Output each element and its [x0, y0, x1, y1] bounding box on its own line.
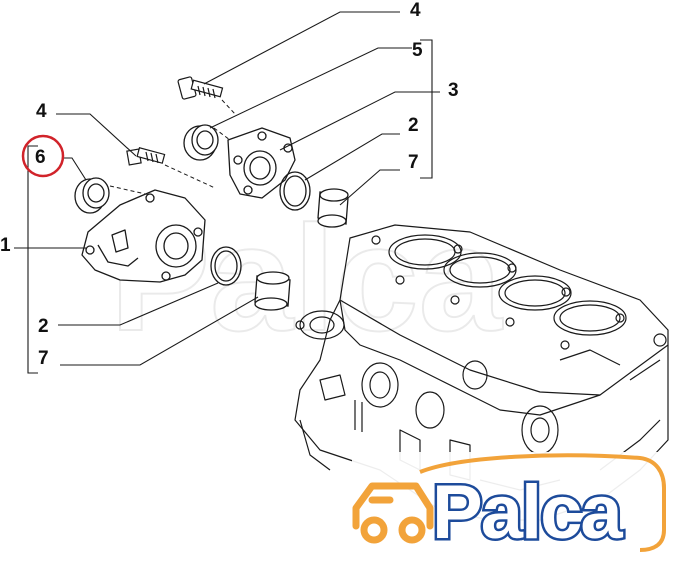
part-5-seal-upper — [183, 124, 219, 161]
callout-2-lower: 2 — [38, 316, 49, 337]
callout-6: 6 — [35, 147, 46, 168]
callout-3: 3 — [448, 80, 459, 101]
assembly-dashed-lines — [109, 99, 237, 196]
callout-4-lower: 4 — [36, 101, 47, 122]
delivery-truck-icon — [352, 482, 434, 544]
part-6-seal-lower — [74, 177, 110, 214]
logo-arc — [419, 453, 666, 552]
engine-block — [294, 224, 669, 521]
callout-7-upper: 7 — [408, 152, 419, 173]
highlight-circle — [21, 134, 65, 178]
part-1-pump-housing — [81, 189, 206, 283]
palca-logo: Palca — [352, 452, 666, 558]
part-4-bolt-upper — [177, 76, 224, 100]
part-7-sleeve-upper — [317, 188, 349, 228]
leader-lines — [14, 11, 440, 374]
part-7-sleeve-lower — [254, 271, 291, 311]
callout-1: 1 — [0, 235, 11, 256]
callout-5: 5 — [412, 40, 423, 61]
callout-4-upper: 4 — [410, 0, 421, 21]
part-4-stud-lower — [126, 147, 166, 166]
callout-2-upper: 2 — [408, 115, 419, 136]
part-2-oring-upper — [279, 171, 311, 211]
logo-text: Palca — [432, 470, 623, 555]
part-3-housing — [227, 127, 296, 199]
part-2-oring-lower — [210, 246, 242, 286]
callout-7-lower: 7 — [38, 348, 49, 369]
